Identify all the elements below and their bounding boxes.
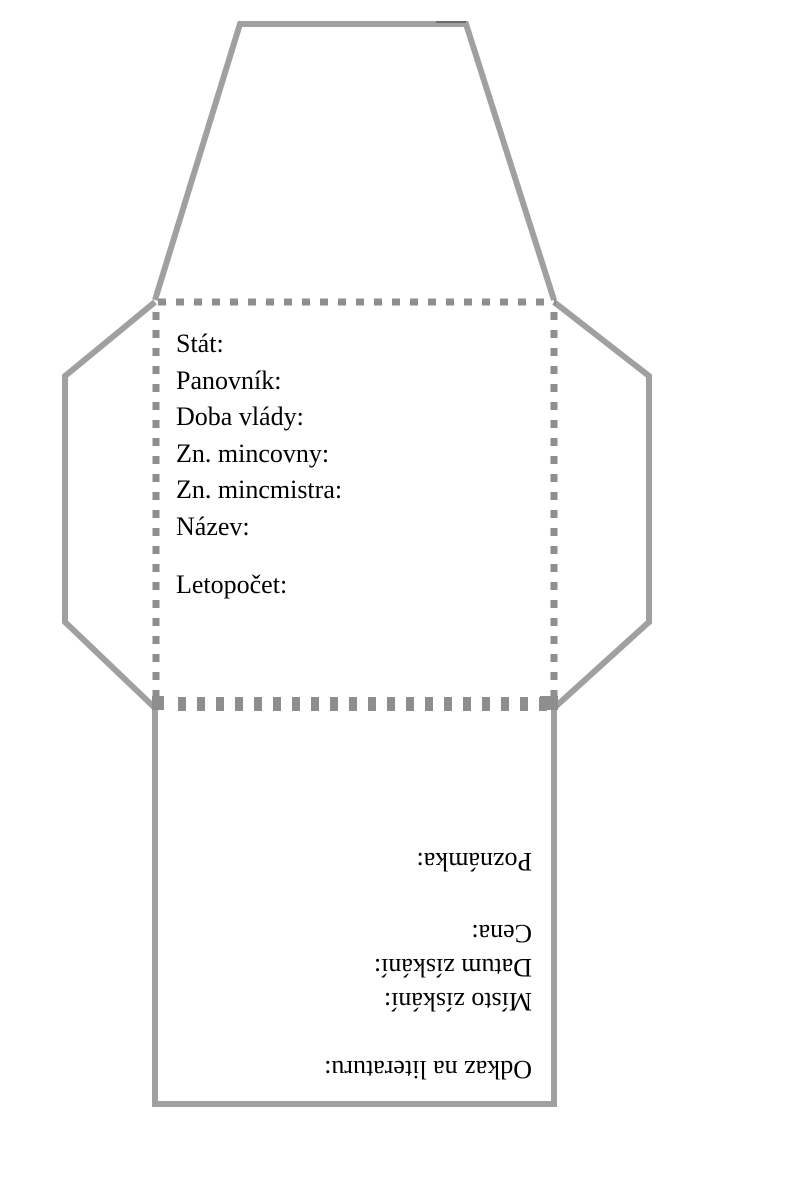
back-panel-outline xyxy=(152,708,557,1107)
field-doba-vlady: Doba vlády: xyxy=(176,402,304,432)
left-flap-outline xyxy=(62,299,158,711)
field-nazev: Název: xyxy=(176,511,250,541)
spacer xyxy=(324,1018,532,1052)
field-zn-mincovny: Zn. mincovny: xyxy=(176,438,330,468)
field-zn-mincmistra: Zn. mincmistra: xyxy=(176,475,343,505)
spacer xyxy=(324,878,532,916)
field-misto-ziskani: Místo získání: xyxy=(383,987,532,1016)
top-flap-outline xyxy=(152,21,557,301)
back-panel-fields: Odkaz na literaturu: Místo získání: Datu… xyxy=(324,844,532,1086)
fold-corner-bottom-right xyxy=(540,696,558,710)
field-datum-ziskani: Datum získání: xyxy=(373,953,532,982)
field-stat: Stát: xyxy=(176,329,224,358)
front-panel-fields: Stát: Panovník: Doba vlády: Zn. mincovny… xyxy=(176,326,342,603)
right-flap-outline xyxy=(551,299,652,711)
field-letopocet: Letopočet: xyxy=(176,569,288,599)
field-cena: Cena: xyxy=(471,919,532,948)
field-odkaz-na-literaturu: Odkaz na literaturu: xyxy=(324,1055,532,1084)
fold-corner-bottom-left xyxy=(152,696,164,710)
field-poznamka: Poznámka: xyxy=(416,847,532,876)
field-panovnik: Panovník: xyxy=(176,365,282,395)
front-panel-fold-lines xyxy=(152,298,558,711)
